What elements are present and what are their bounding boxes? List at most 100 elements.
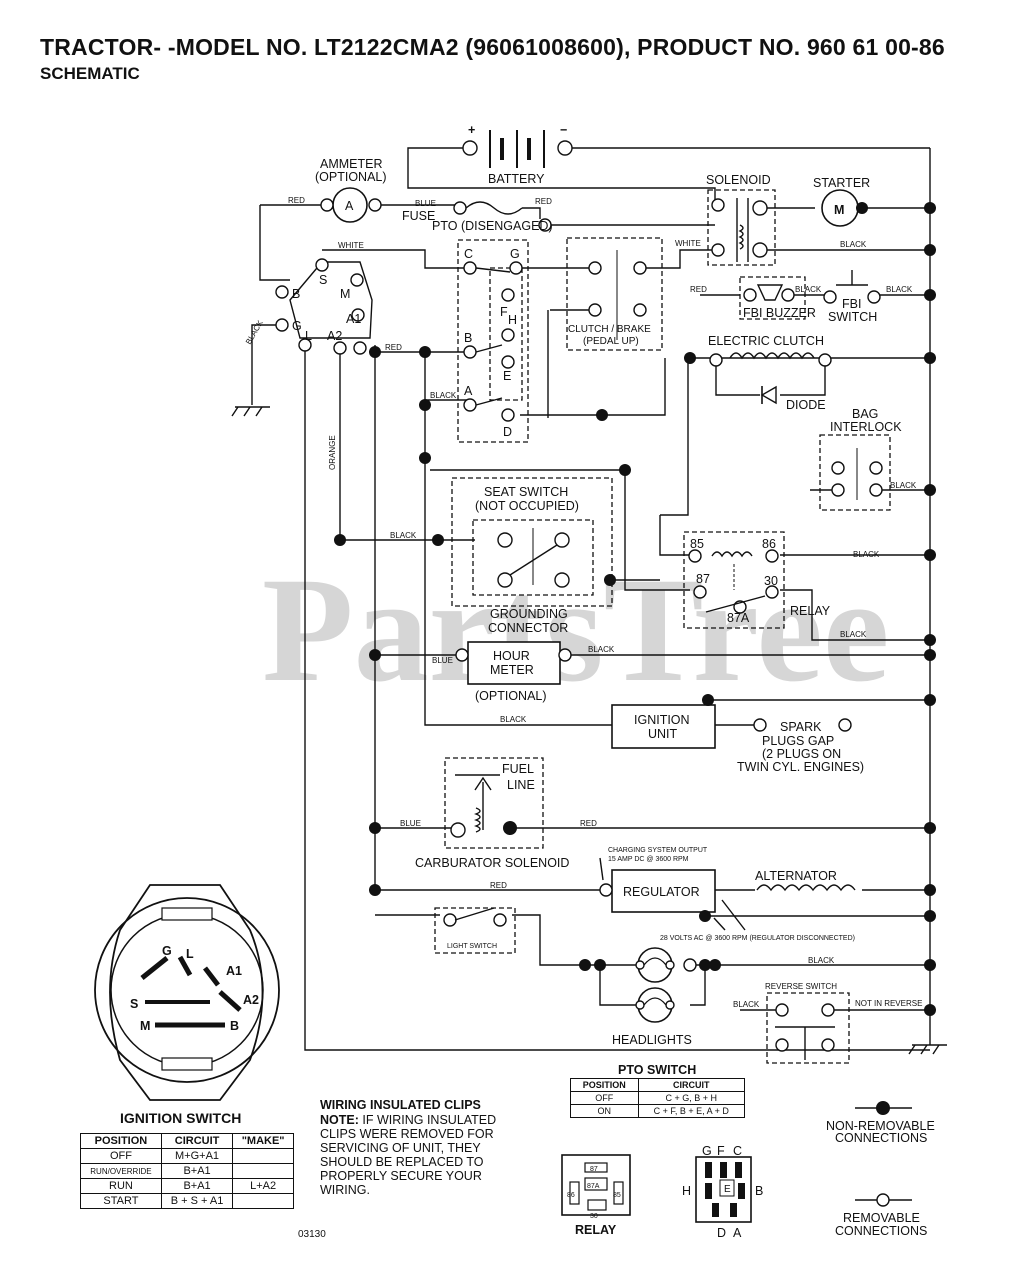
fbi-switch-label-2: SWITCH [828,310,877,324]
wire-label-blue: BLUE [415,199,436,208]
spark-plugs-label-2: PLUGS GAP [762,734,834,748]
ign-face-l: L [186,947,194,961]
relay-pin-87: 87 [696,572,710,586]
ign-terminal-a1: A1 [346,312,361,326]
table-header: CIRCUIT [637,1078,746,1092]
pto-pinout-b: B [755,1184,763,1198]
wire-label-black: BLACK [890,481,917,490]
ignition-switch-table: POSITION CIRCUIT "MAKE" OFF M+G+A1 RUN/O… [80,1133,294,1209]
table-cell: RUN [80,1178,162,1194]
wire-label-black: BLACK [588,645,615,654]
spark-plugs-label-3: (2 PLUGS ON [762,747,841,761]
diode: DIODE [760,385,826,412]
ign-face-a1: A1 [226,964,242,978]
table-row: RUN B+A1 L+A2 [80,1178,294,1194]
ignition-unit: IGNITION UNIT SPARK PLUGS GAP (2 PLUGS O… [500,704,864,774]
ign-face-b: B [230,1019,239,1033]
ammeter-optional-label: (OPTIONAL) [315,170,387,184]
table-cell: ON [570,1104,639,1118]
wiring-clips-note-lead: NOTE: [320,1113,359,1127]
solenoid: SOLENOID WHITE [675,173,776,266]
solenoid-label: SOLENOID [706,173,771,187]
ign-face-a2: A2 [243,993,259,1007]
reverse-switch: REVERSE SWITCH NOT IN REVERSE BLACK [733,982,922,1064]
table-row: OFF C + G, B + H [570,1091,746,1105]
pto-pinout: G F C H E B D A [682,1144,763,1240]
fuse: FUSE PTO (DISENGAGED) BLUE RED [402,197,553,233]
wiring-clips-title: WIRING INSULATED CLIPS [320,1098,481,1112]
pto-terminal-a: A [464,384,473,398]
pto-terminal-d: D [503,425,512,439]
wire-label-red: RED [535,197,552,206]
alternator-label: ALTERNATOR [755,869,837,883]
charging-output-label-1: CHARGING SYSTEM OUTPUT [608,847,708,854]
ign-terminal-b: B [292,287,300,301]
ign-terminal-m: M [340,287,350,301]
relay-pinout-85: 85 [613,1192,621,1199]
table-cell: RUN/OVERRIDE [80,1163,162,1179]
grounding-connector-label-2: CONNECTOR [488,621,568,635]
table-row: ON C + F, B + E, A + D [570,1104,746,1118]
grounding-connector-label-1: GROUNDING [490,607,568,621]
starter: M STARTER BLACK [813,176,870,249]
pto-pinout-e: E [724,1184,731,1195]
ammeter-symbol: A [345,199,354,213]
hour-meter: HOUR METER (OPTIONAL) BLUE BLACK [432,641,615,703]
clutch-brake-switch: CLUTCH / BRAKE (PEDAL UP) [566,237,663,351]
fbi-switch-label-1: FBI [842,297,861,311]
fbi-switch: FBI SWITCH BLACK [823,270,913,324]
table-cell [232,1163,294,1179]
relay-label: RELAY [790,604,831,618]
table-cell: L+A2 [232,1178,294,1194]
wire-label-black: BLACK [886,285,913,294]
relay-pinout-30: 30 [590,1213,598,1220]
bag-interlock: BAG INTERLOCK BLACK [819,407,917,511]
diode-label: DIODE [786,398,826,412]
table-row: START B + S + A1 [80,1193,294,1209]
spark-plugs-label-4: TWIN CYL. ENGINES) [737,760,864,774]
ign-terminal-g: G [292,319,302,333]
ammeter-label: AMMETER [320,157,383,171]
ign-face-s: S [130,997,138,1011]
pto-switch-table: POSITION CIRCUIT OFF C + G, B + H ON C +… [570,1078,746,1118]
pto-terminal-h: H [508,313,517,327]
wire-label-orange: ORANGE [328,435,337,470]
pto-switch-table-title: PTO SWITCH [618,1063,697,1077]
pto-terminal-f: F [500,305,508,319]
hour-meter-optional-label: (OPTIONAL) [475,689,547,703]
fuse-label: FUSE [402,209,435,223]
wire-label-black: BLACK [853,550,880,559]
battery: + − BATTERY [462,123,573,186]
relay-pinout-87: 87 [590,1166,598,1173]
ign-face-m: M [140,1019,150,1033]
electric-clutch-label: ELECTRIC CLUTCH [708,334,824,348]
bag-interlock-label-2: INTERLOCK [830,420,902,434]
wire-label-red: RED [385,343,402,352]
table-cell: C + F, B + E, A + D [637,1104,746,1118]
ign-face-g: G [162,944,172,958]
table-cell: M+G+A1 [160,1148,234,1164]
table-header: CIRCUIT [160,1133,234,1149]
light-switch-label: LIGHT SWITCH [447,943,497,950]
reverse-switch-label: REVERSE SWITCH [765,982,837,991]
legend: NON-REMOVABLE CONNECTIONS REMOVABLE CONN… [826,1101,935,1238]
pto-terminal-e: E [503,369,511,383]
carburator-solenoid-label: CARBURATOR SOLENOID [415,856,569,870]
ignition-switch-face: G L A1 S A2 M B [94,884,280,1101]
table-cell: B+A1 [160,1163,234,1179]
fbi-buzzer: FBI BUZZER RED BLACK [690,276,822,320]
table-cell: B + S + A1 [160,1193,234,1209]
headlights: HEADLIGHTS BLACK [612,947,835,1047]
fbi-buzzer-label: FBI BUZZER [743,306,816,320]
wire-label-red: RED [690,285,707,294]
wire-label-black: BLACK [733,1000,760,1009]
wire-label-white: WHITE [675,239,701,248]
wire-label-red: RED [580,819,597,828]
table-header: POSITION [570,1078,639,1092]
pto-pinout-h: H [682,1184,691,1198]
non-removable-connections [334,202,936,1016]
page-title: TRACTOR- -MODEL NO. LT2122CMA2 (96061008… [40,34,945,60]
ignition-switch-title: IGNITION SWITCH [120,1110,242,1126]
wire-label-blue: BLUE [432,656,453,665]
